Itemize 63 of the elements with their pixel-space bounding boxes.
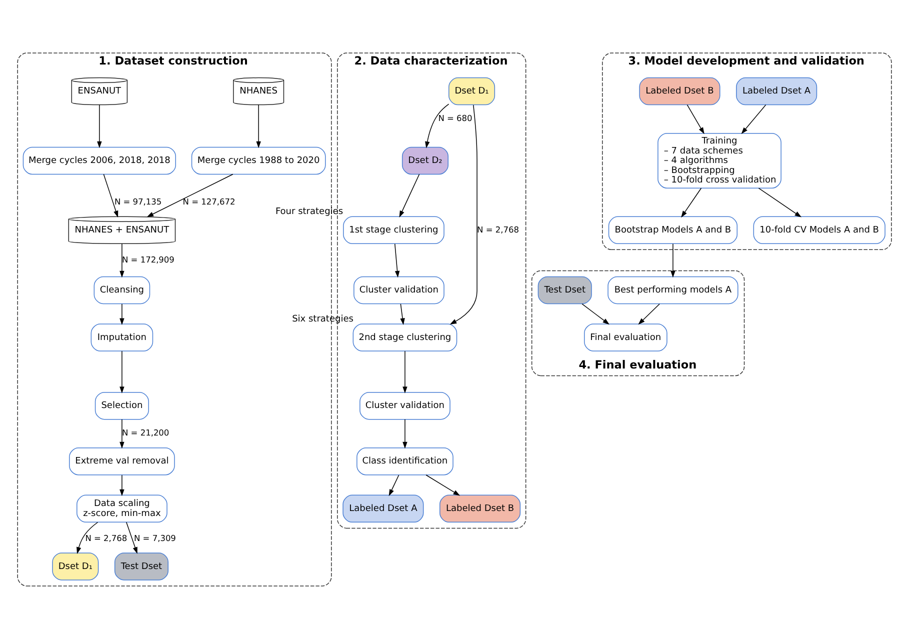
node-box: Labeled Dset B <box>439 494 521 522</box>
node-box: Labeled Dset A <box>736 76 818 105</box>
arrow <box>120 418 124 448</box>
arrow <box>582 303 610 324</box>
node-box: Class identification <box>356 447 454 475</box>
edge-label: N = 2,768 <box>477 224 520 234</box>
arrow <box>450 104 478 324</box>
node-box: Final evaluation <box>584 323 668 351</box>
node-box: Cluster validation <box>360 391 450 420</box>
arrow <box>686 104 704 134</box>
node-box: Dset D₁ <box>52 552 99 580</box>
node-box: Extreme val removal <box>69 447 175 475</box>
arrow <box>126 521 138 554</box>
node-box: Training – 7 data schemes – 4 algorithms – Bootstrapping – 10-fold cross validation <box>658 132 782 188</box>
arrow <box>76 521 98 554</box>
arrow <box>638 303 660 324</box>
arrow <box>681 187 702 218</box>
node-box: Merge cycles 1988 to 2020 <box>191 146 326 174</box>
node-box: 1st stage clustering <box>343 216 444 244</box>
node-box: Dset D₁ <box>448 76 496 105</box>
node-label: Four strategies <box>275 206 344 217</box>
edge-label: N = 97,135 <box>114 196 162 206</box>
arrow <box>120 474 124 496</box>
node-box: Labeled Dset A <box>342 494 424 522</box>
node-box: Test Dset <box>538 276 592 304</box>
node-box: Merge cycles 2006, 2018, 2018 <box>22 146 176 174</box>
arrow <box>120 243 124 278</box>
arrow <box>388 474 400 496</box>
edge-label: N = 2,768 <box>85 532 128 542</box>
edge-label: N = 172,909 <box>122 254 174 264</box>
node-box: 2nd stage clustering <box>352 323 458 351</box>
node-box: Bootstrap Models A and B <box>608 216 738 244</box>
arrow <box>741 104 766 134</box>
node-label: Six strategies <box>292 314 354 324</box>
arrow <box>425 103 450 148</box>
node-box: Data scaling z-score, min-max <box>76 494 168 522</box>
arrow <box>670 243 676 278</box>
node-box: Selection <box>94 391 149 420</box>
arrow <box>399 173 420 217</box>
edge-label: N = 21,200 <box>122 427 170 438</box>
node-box: 10-fold CV Models A and B <box>753 216 886 244</box>
arrow <box>256 104 261 148</box>
edge-label: N = 680 <box>438 112 472 123</box>
arrow <box>758 187 802 217</box>
node-box: Imputation <box>90 323 154 351</box>
arrow <box>402 418 408 448</box>
arrow <box>103 173 118 218</box>
node-box: Cluster validation <box>354 276 444 304</box>
arrow <box>426 474 460 496</box>
node-box: Best performing models A <box>608 276 738 304</box>
arrow <box>394 243 400 278</box>
arrow <box>402 350 408 393</box>
node-box: Test Dset <box>114 552 168 580</box>
edge-label: N = 127,672 <box>182 196 236 206</box>
arrow <box>400 303 405 325</box>
node-box: Dset D₂ <box>402 146 448 174</box>
arrow <box>97 104 102 148</box>
arrow <box>120 350 124 393</box>
node-box: Labeled Dset B <box>639 76 720 105</box>
arrow <box>146 173 234 217</box>
edge-label: N = 7,309 <box>134 532 176 542</box>
arrow <box>120 303 124 325</box>
node-box: Cleansing <box>94 276 150 304</box>
